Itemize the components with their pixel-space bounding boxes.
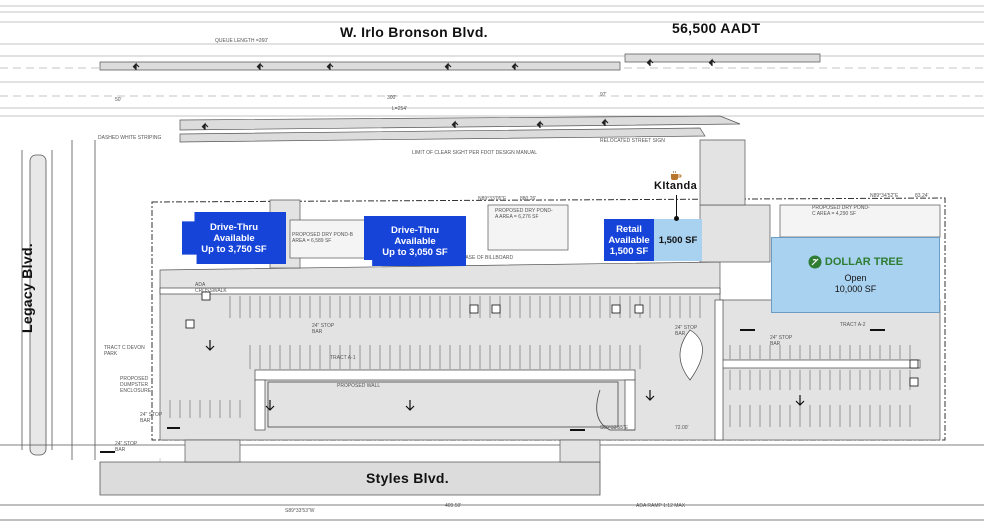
kitanda-name: KItanda [654,180,698,192]
building-retail[interactable]: Retail Available 1,500 SF [604,219,654,261]
note-pond-b: PROPOSED DRY POND-B AREA = 6,589 SF [292,232,353,244]
dollar-tree-size: 10,000 SF [834,284,877,294]
kitanda-size: 1,500 SF [658,234,698,246]
drive-thru-1-line3: Up to 3,750 SF [201,243,267,255]
road-label-styles-blvd: Styles Blvd. [366,470,449,486]
highway-medians [99,53,821,143]
retail-line2: Available [608,234,650,246]
note-bearing-2: N89°34'52"E [870,193,899,199]
note-taper-50: 50' [115,97,122,103]
drive-thru-2-line3: Up to 3,050 SF [382,246,448,258]
stop-bars [100,329,885,453]
property-boundary [151,197,946,441]
legacy-blvd [21,140,96,460]
note-stop-bar-b: 24" STOP BAR [115,441,138,453]
ada-spaces [185,291,919,387]
dollar-tree-brand: DOLLAR TREE [824,256,904,268]
note-bearing-3: S89°33'55"E [600,425,629,431]
aisle-arrows [205,340,805,411]
note-dim-300: 300' [387,95,397,101]
note-dim-7200: 72.00' [675,425,689,431]
note-pond-a: PROPOSED DRY POND-A AREA = 6,276 SF [495,208,553,220]
drive-thru-1-line2: Available [213,232,255,244]
dollar-tree-leaf-icon [808,255,822,269]
note-clear-sight: LIMIT OF CLEAR SIGHT PER FDOT DESIGN MAN… [412,150,538,156]
building-kitanda[interactable]: 1,500 SF [654,219,702,261]
note-stop-bar-d: 24" STOP BAR [675,325,698,337]
coffee-cup-icon [670,168,682,180]
building-drive-thru-2[interactable]: Drive-Thru Available Up to 3,050 SF [364,216,466,266]
drive-thru-1-line1: Drive-Thru [209,221,259,233]
note-bearing-1: N89°33'05"E [478,196,507,202]
traffic-count: 56,500 AADT [672,20,761,36]
dollar-tree-logo: DOLLAR TREE [808,255,903,269]
note-dim-40950: 409.50' [445,503,462,509]
note-queue-length: QUEUE LENGTH =260' [215,38,269,44]
drive-thru-2-line2: Available [394,235,436,247]
parking-stalls [169,296,911,427]
kitanda-leader-dot [674,216,679,221]
highway-arrows [132,58,716,130]
note-tract-a2: TRACT A-2 [840,322,866,328]
note-stop-bar-c: 24" STOP BAR [312,323,335,335]
driveways [184,139,746,463]
parking-islands [159,287,921,441]
dry-ponds [289,204,941,259]
styles-blvd [0,444,984,521]
note-wall: PROPOSED WALL [337,383,381,389]
note-dumpster: PROPOSED DUMPSTER ENCLOSURE [120,376,152,394]
note-dim-8324: 83.24' [915,193,929,199]
note-pond-c: PROPOSED DRY POND-C AREA = 4,290 SF [812,205,870,217]
note-billboard: BASE OF BILLBOARD [462,255,514,261]
retail-line3: 1,500 SF [609,245,649,257]
drive-thru-lane [267,381,635,431]
note-dim-254: L=254' [392,106,407,112]
note-stop-bar-e: 24" STOP BAR [770,335,793,347]
note-taper-97: 97' [600,92,607,98]
drive-thru-2-line1: Drive-Thru [390,224,440,236]
building-drive-thru-1[interactable]: Drive-Thru Available Up to 3,750 SF [182,212,286,264]
note-ada-ramp: ADA RAMP 1:12 MAX [636,503,686,509]
note-relocated-sign: RELOCATED STREET SIGN [600,138,665,144]
road-label-legacy-blvd: Legacy Blvd. [18,243,35,333]
highway-lanes [0,5,984,117]
note-tract-a1: TRACT A-1 [330,355,356,361]
retail-line1: Retail [616,223,642,235]
kitanda-leader-line [676,195,677,219]
note-bearing-4: S89°33'53"W [285,508,315,514]
note-dim-880: 880.26' [520,196,537,202]
building-dollar-tree[interactable]: DOLLAR TREE Open 10,000 SF [771,237,940,313]
note-striping: DASHED WHITE STRIPING [98,135,162,141]
note-crosswalk: ADA CROSSWALK [195,282,227,294]
note-stop-bar-a: 24" STOP BAR [140,412,163,424]
dollar-tree-status: Open [844,273,867,283]
road-label-irlo-bronson: W. Irlo Bronson Blvd. [340,24,488,40]
note-tract-c: TRACT C DEVON PARK [104,345,145,357]
